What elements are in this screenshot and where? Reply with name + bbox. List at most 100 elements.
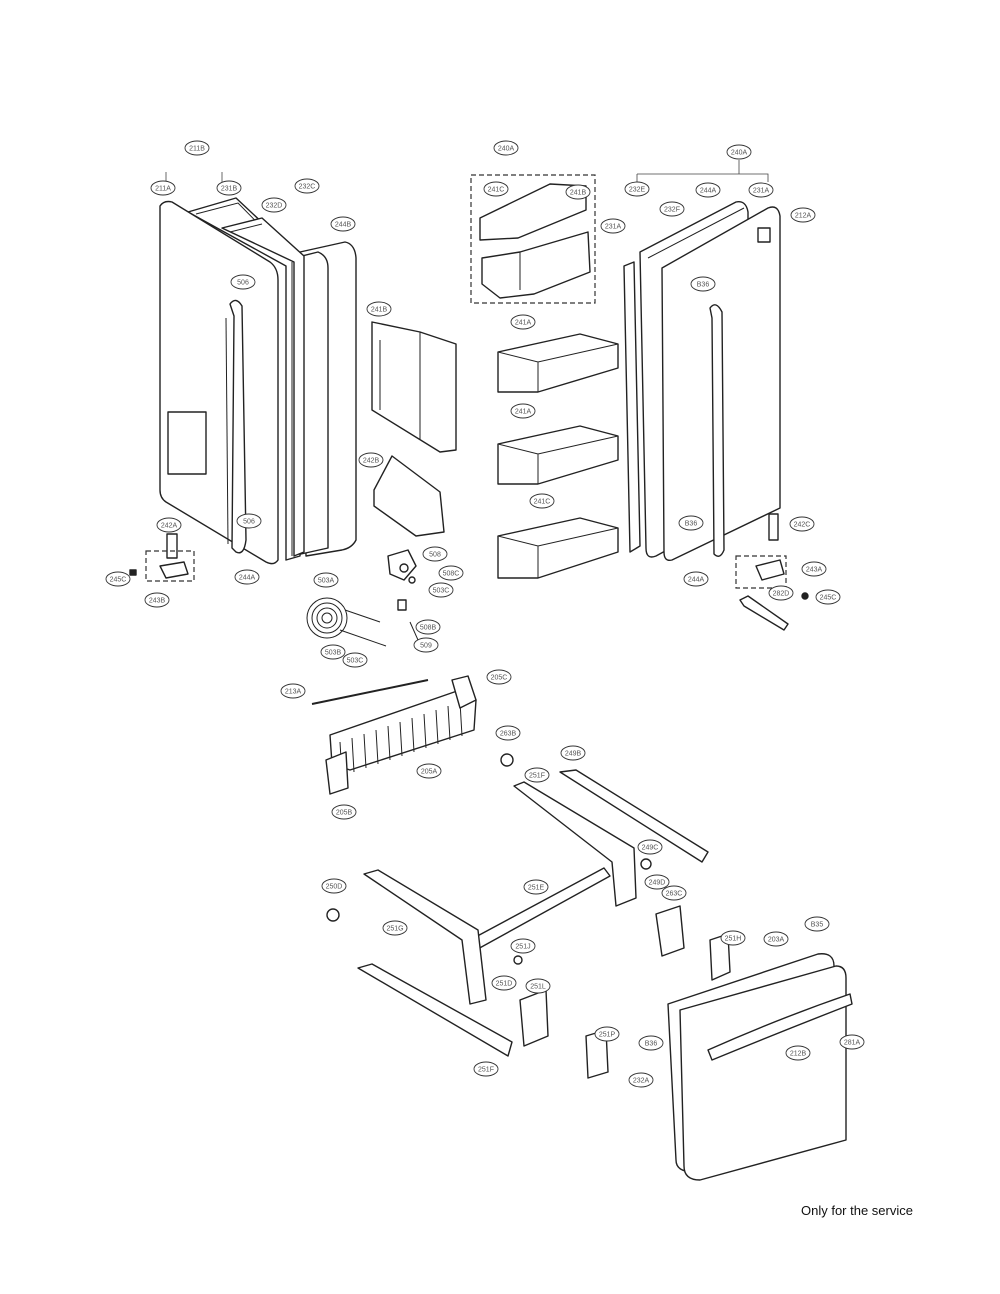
callout-c35: 509 bbox=[413, 637, 439, 653]
callout-label: 243A bbox=[806, 566, 823, 573]
callout-c61: B35 bbox=[804, 916, 830, 932]
callout-c64: 212B bbox=[785, 1045, 811, 1061]
callout-bubble bbox=[184, 140, 210, 156]
callout-bubble bbox=[790, 207, 816, 223]
left-door-gasket-outer bbox=[187, 197, 301, 561]
water-line-parts bbox=[306, 549, 419, 647]
callout-bubble bbox=[523, 879, 549, 895]
door-bin-2 bbox=[497, 425, 619, 485]
callout-label: 241C bbox=[534, 498, 551, 505]
callout-bubble bbox=[105, 571, 131, 587]
callout-c07: 506 bbox=[230, 274, 256, 290]
callout-label: 263B bbox=[500, 730, 517, 737]
roller-left bbox=[326, 908, 340, 922]
callout-label: 506 bbox=[243, 518, 255, 525]
callout-c63: 281A bbox=[839, 1034, 865, 1050]
rail-bottom-left bbox=[357, 963, 513, 1057]
center-bins bbox=[371, 174, 619, 579]
callout-c57: 251J bbox=[510, 938, 536, 954]
left-door-assembly bbox=[129, 197, 357, 582]
rail-frame-left bbox=[363, 869, 487, 1005]
callout-label: B36 bbox=[645, 1040, 658, 1047]
tube-connector bbox=[397, 599, 407, 611]
callout-bubble bbox=[366, 301, 392, 317]
callout-label: 211B bbox=[189, 145, 205, 152]
callout-c14: 241A bbox=[510, 403, 536, 419]
callout-c18: 244A bbox=[695, 182, 721, 198]
callout-bubble bbox=[763, 931, 789, 947]
water-tray bbox=[373, 455, 445, 537]
callout-label: B36 bbox=[685, 520, 698, 527]
valve-fitting bbox=[399, 563, 409, 573]
callout-label: 205A bbox=[421, 768, 438, 775]
callout-label: 249C bbox=[642, 844, 659, 851]
callout-label: 251H bbox=[725, 935, 742, 942]
callout-bubble bbox=[294, 178, 320, 194]
callout-c02: 211A bbox=[150, 180, 176, 196]
bracket-line-left bbox=[165, 172, 223, 184]
callout-c22: 231A bbox=[600, 218, 626, 234]
callout-label: 241A bbox=[515, 319, 532, 326]
callout-bubble bbox=[659, 201, 685, 217]
callout-bubble bbox=[216, 180, 242, 196]
callout-c46: 205A bbox=[416, 763, 442, 779]
callout-label: 245C bbox=[110, 576, 127, 583]
callout-label: 251G bbox=[386, 925, 403, 932]
callout-bubble bbox=[280, 683, 306, 699]
callout-bubble bbox=[342, 652, 368, 668]
callout-bubble bbox=[565, 184, 591, 200]
callout-label: 503C bbox=[347, 657, 364, 664]
left-door-panel bbox=[159, 200, 279, 565]
callout-label: 508 bbox=[429, 551, 441, 558]
hinge-wrench bbox=[739, 595, 789, 631]
hinge-cap bbox=[801, 592, 809, 600]
callout-c38: 242C bbox=[789, 516, 815, 532]
callout-c50: 249C bbox=[637, 839, 663, 855]
callout-c24: B36 bbox=[678, 515, 704, 531]
callout-label: 242A bbox=[161, 522, 178, 529]
callout-bubble bbox=[510, 314, 536, 330]
callout-label: 241B bbox=[371, 306, 388, 313]
callout-label: 249B bbox=[565, 750, 582, 757]
callout-c36: 503B bbox=[320, 644, 346, 660]
callout-label: 244A bbox=[700, 187, 717, 194]
callout-c25: 242A bbox=[156, 517, 182, 533]
callout-c06: 244B bbox=[330, 216, 356, 232]
callout-c49: 251F bbox=[524, 767, 550, 783]
left-hinge-plate bbox=[159, 561, 189, 579]
callout-c01: 211B bbox=[184, 140, 210, 156]
callout-bubble bbox=[594, 1026, 620, 1042]
callout-bubble bbox=[644, 874, 670, 890]
rail-top-right bbox=[559, 769, 709, 863]
callout-label: 251L bbox=[530, 983, 546, 990]
right-door-label bbox=[757, 227, 771, 243]
callout-label: 282D bbox=[773, 590, 790, 597]
left-hinge-box bbox=[145, 550, 195, 582]
callout-label: 231B bbox=[221, 185, 238, 192]
callout-c31: 508C bbox=[438, 565, 464, 581]
callout-c17: 232E bbox=[624, 181, 650, 197]
callout-label: 231A bbox=[753, 187, 770, 194]
freezer-basket bbox=[311, 675, 477, 795]
right-door-assembly bbox=[623, 201, 809, 631]
callout-label: 241B bbox=[570, 189, 587, 196]
callout-bubble bbox=[690, 276, 716, 292]
callout-bubble bbox=[524, 767, 550, 783]
callout-c23: B36 bbox=[690, 276, 716, 292]
bin-kit-box bbox=[470, 174, 596, 304]
callout-bubble bbox=[529, 493, 555, 509]
callout-bubble bbox=[320, 644, 346, 660]
callout-label: 244A bbox=[688, 576, 705, 583]
callout-bubble bbox=[560, 745, 586, 761]
callout-c48: 249B bbox=[560, 745, 586, 761]
callout-label: 509 bbox=[420, 642, 432, 649]
callout-c39: 244A bbox=[683, 571, 709, 587]
callout-c30: 508 bbox=[422, 546, 448, 562]
bracket-line-right bbox=[636, 160, 769, 182]
callout-bubble bbox=[801, 561, 827, 577]
left-hinge-bracket bbox=[166, 533, 178, 559]
callout-c58: 251D bbox=[491, 975, 517, 991]
callout-bubble bbox=[789, 516, 815, 532]
callout-c55: 251G bbox=[382, 920, 408, 936]
